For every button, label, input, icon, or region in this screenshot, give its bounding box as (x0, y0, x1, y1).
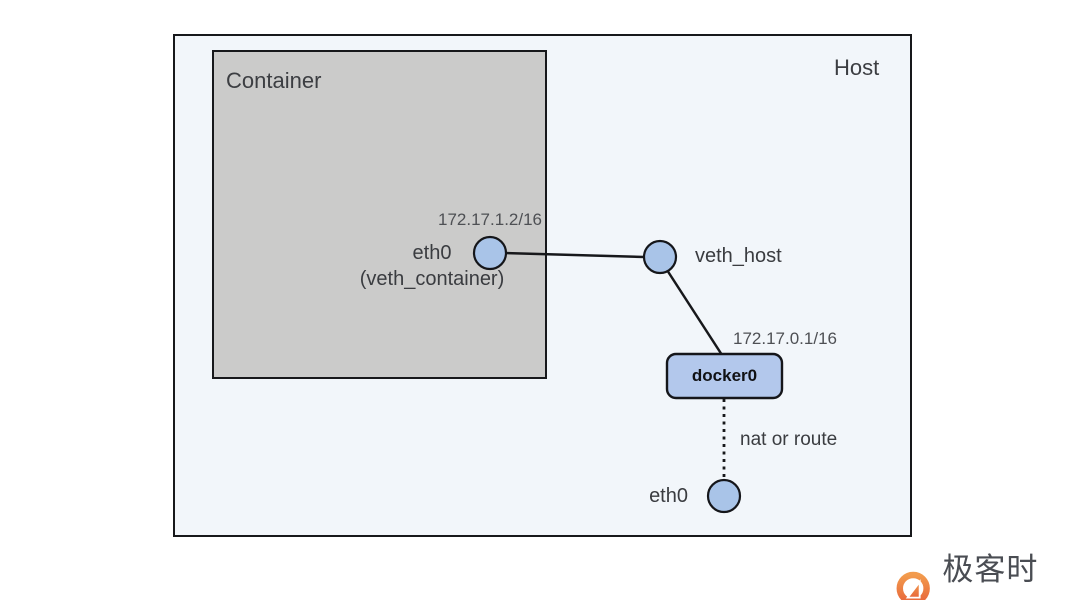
container-label: Container (226, 68, 322, 93)
docker0-label: docker0 (691, 366, 758, 385)
geektime-logo-text: 极客时间 (942, 552, 1039, 600)
container-eth0-ip-label: 172.17.1.2/16 (438, 210, 542, 229)
container-eth0-label: eth0 (veth_container) (340, 240, 524, 292)
host-label: Host (834, 55, 880, 80)
geektime-logo: 极客时间 (891, 547, 1066, 600)
nat-or-route-label: nat or route (740, 429, 838, 450)
host-eth0-label: eth0 (649, 485, 688, 507)
container-eth0-alias: (veth_container) (359, 268, 505, 290)
geektime-logo-icon (896, 571, 930, 600)
veth-host-label: veth_host (695, 245, 782, 267)
container-eth0-name: eth0 (412, 242, 452, 264)
docker0-ip-label: 172.17.0.1/16 (733, 329, 837, 348)
container-box (212, 50, 547, 379)
